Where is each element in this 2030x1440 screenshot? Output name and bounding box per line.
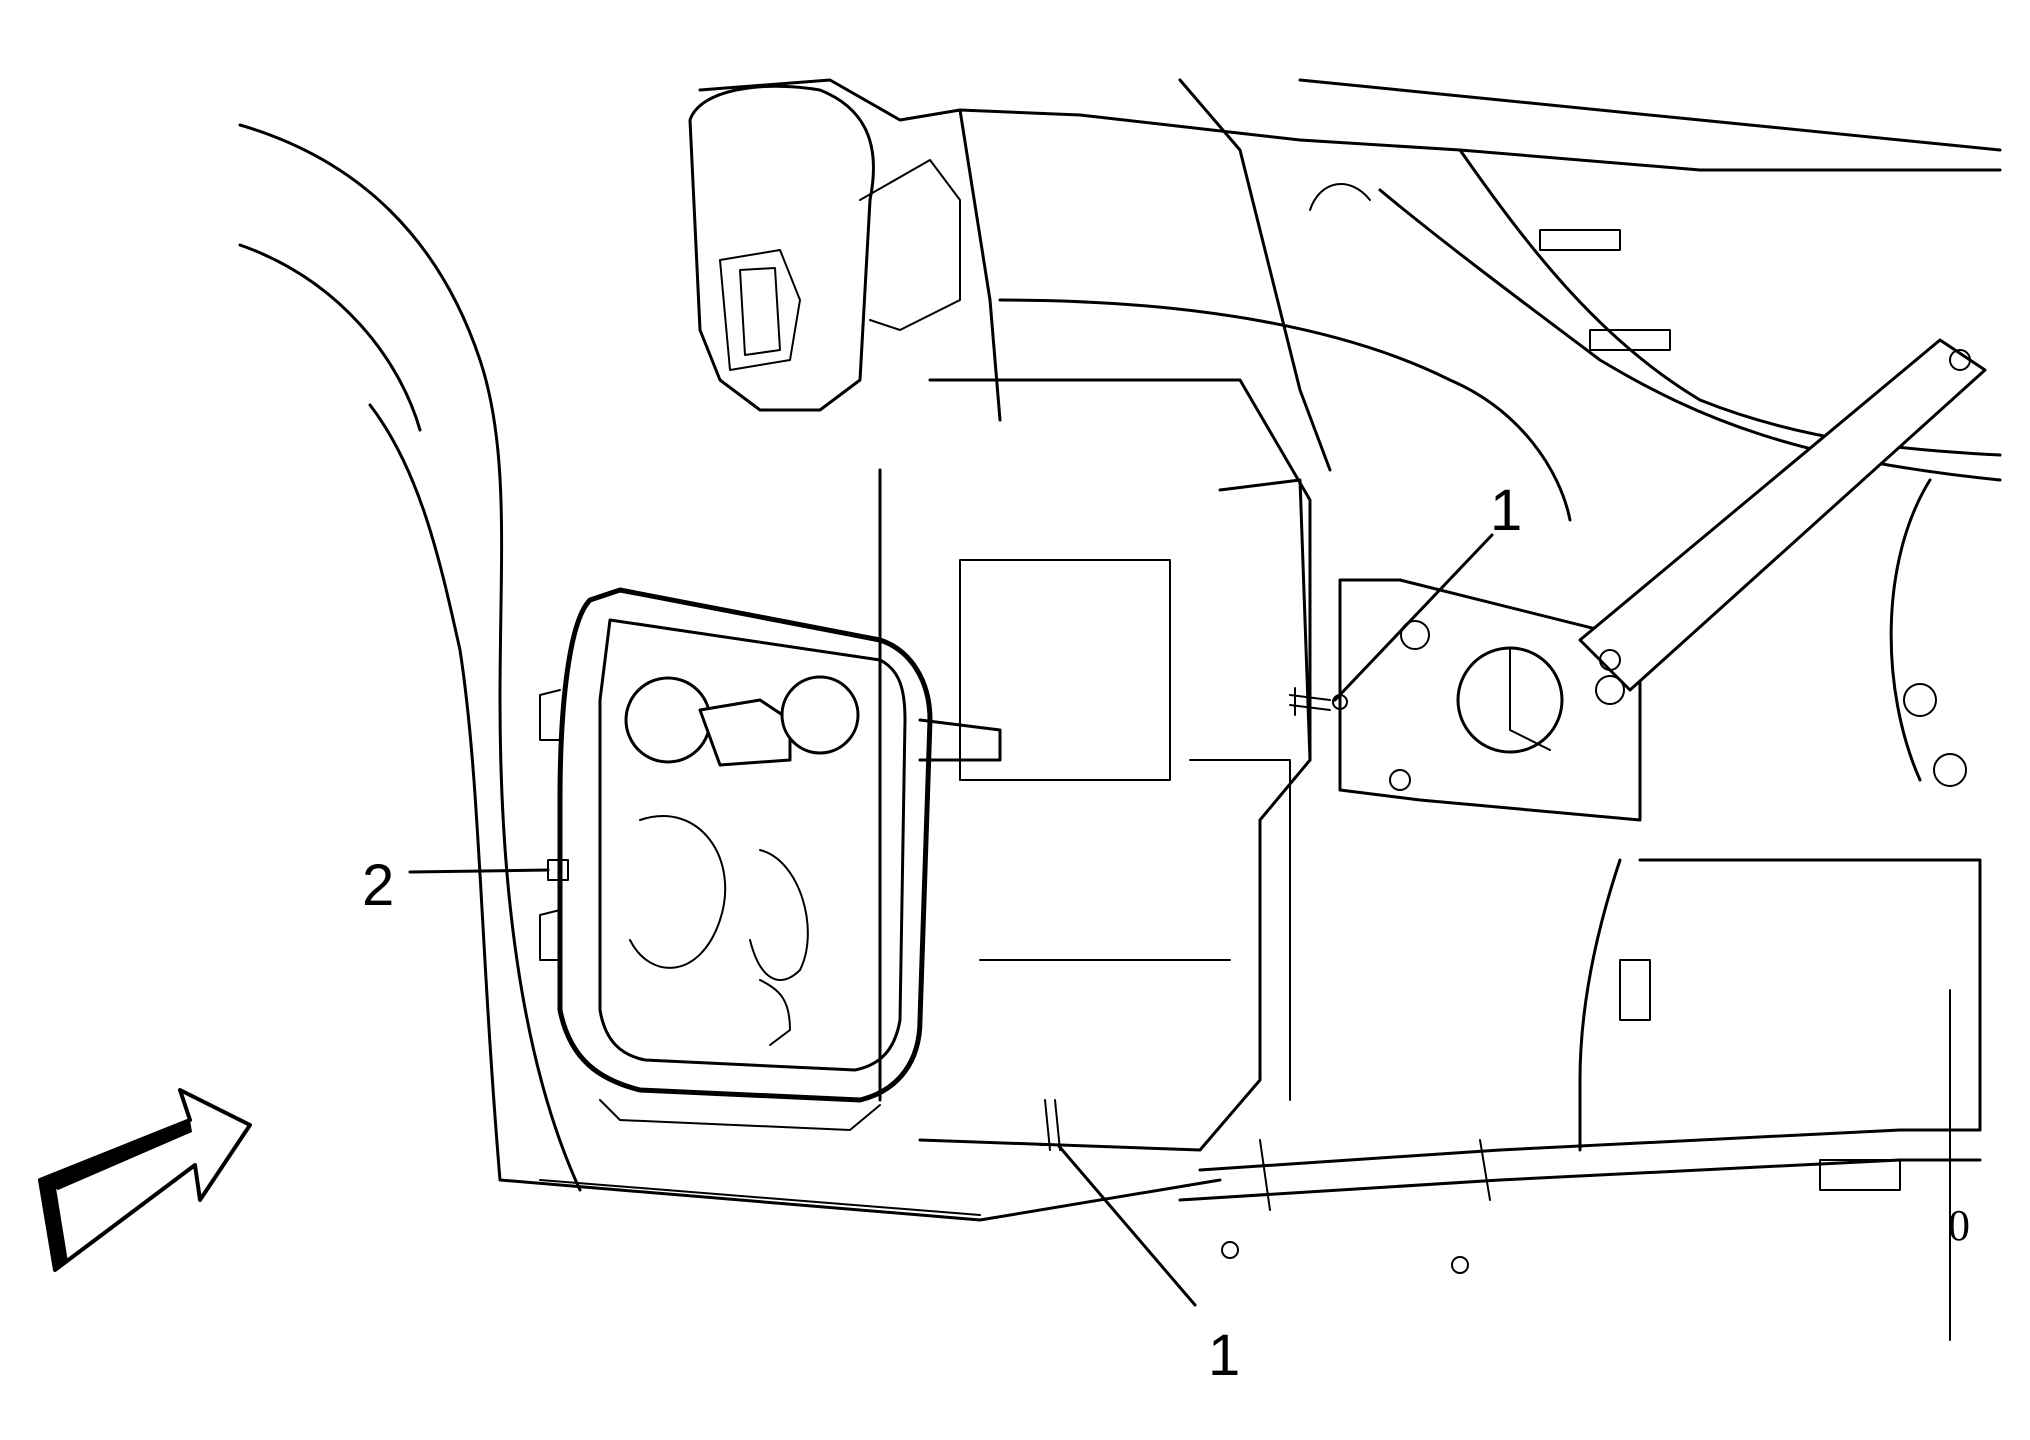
leader-lines [408,533,1494,1307]
fender-outline [238,123,1222,1222]
callout-2: 2 [362,853,394,918]
center-bracket [878,378,1312,1152]
view-direction-arrow [38,1088,252,1272]
lamp-housing [539,587,1002,1131]
fastener-side [547,859,569,881]
coolant-reservoir [688,84,961,412]
fastener-lower [1039,1099,1069,1151]
fastener-upper [1289,687,1348,716]
upper-support-structure [698,78,2002,522]
diagonal-strut [1578,338,1987,787]
lower-crossmember [1178,989,1982,1341]
edge-mark: 0 [1948,1201,1970,1250]
callout-1-lower: 1 [1208,1323,1240,1388]
callout-1-upper: 1 [1490,478,1522,543]
right-panel [1338,578,1982,1191]
